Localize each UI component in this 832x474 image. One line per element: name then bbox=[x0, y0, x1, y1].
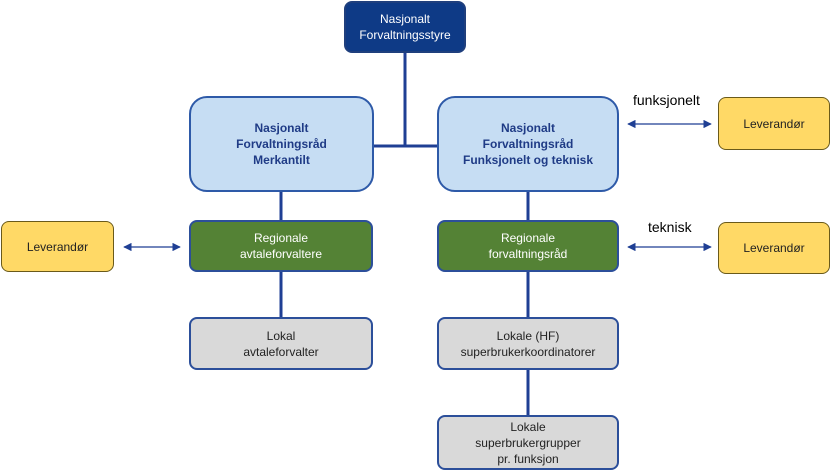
supplier-arrows bbox=[123, 119, 712, 252]
node-text: Regionale bbox=[253, 231, 309, 245]
node-text: Merkantilt bbox=[253, 153, 310, 167]
node-text: Forvaltningsråd bbox=[236, 137, 327, 151]
node-text: superbrukerkoordinatorer bbox=[460, 344, 596, 359]
node-nasjonalt-forvaltningsstyre: Nasjonalt Forvaltningsstyre bbox=[344, 1, 466, 53]
node-text: forvaltningsråd bbox=[488, 247, 568, 261]
node-leverandor-left: Leverandør bbox=[1, 221, 114, 272]
node-text: Leverandør bbox=[743, 241, 805, 255]
node-lokale-superbrukergrupper: Lokale superbrukergrupper pr. funksjon bbox=[437, 415, 619, 470]
hierarchy-lines bbox=[279, 53, 530, 415]
node-text: Lokal bbox=[266, 328, 296, 343]
node-text: pr. funksjon bbox=[497, 451, 559, 466]
node-leverandor-right-bottom: Leverandør bbox=[718, 222, 830, 274]
node-text: superbrukergrupper bbox=[475, 435, 581, 450]
edge-label-funksjonelt: funksjonelt bbox=[633, 92, 700, 108]
node-text: Forvaltningsråd bbox=[482, 137, 574, 151]
node-text: Regionale bbox=[500, 231, 556, 245]
node-text: Nasjonalt bbox=[254, 121, 309, 135]
node-regionale-forvaltningsrad: Regionale forvaltningsråd bbox=[437, 220, 619, 272]
node-lokale-hf-superbrukerkoordinatorer: Lokale (HF) superbrukerkoordinatorer bbox=[437, 317, 619, 370]
node-text: avtaleforvaltere bbox=[239, 247, 323, 261]
node-text: Nasjonalt bbox=[379, 12, 431, 26]
node-text: Lokale (HF) bbox=[496, 328, 560, 343]
node-lokal-avtaleforvalter: Lokal avtaleforvalter bbox=[189, 317, 373, 370]
node-forvaltningsrad-merkantilt: Nasjonalt Forvaltningsråd Merkantilt bbox=[189, 96, 374, 192]
node-text: Leverandør bbox=[26, 239, 89, 254]
edge-label-teknisk: teknisk bbox=[648, 219, 692, 235]
node-forvaltningsrad-funksjonelt-teknisk: Nasjonalt Forvaltningsråd Funksjonelt og… bbox=[437, 96, 619, 192]
node-text: Funksjonelt og teknisk bbox=[462, 153, 594, 167]
node-text: Forvaltningsstyre bbox=[359, 28, 451, 42]
node-text: Lokale bbox=[510, 419, 546, 434]
node-leverandor-right-top: Leverandør bbox=[718, 97, 830, 150]
node-text: avtaleforvalter bbox=[243, 344, 319, 359]
node-text: Leverandør bbox=[743, 116, 805, 131]
node-regionale-avtaleforvaltere: Regionale avtaleforvaltere bbox=[189, 220, 373, 272]
node-text: Nasjonalt bbox=[500, 121, 555, 135]
